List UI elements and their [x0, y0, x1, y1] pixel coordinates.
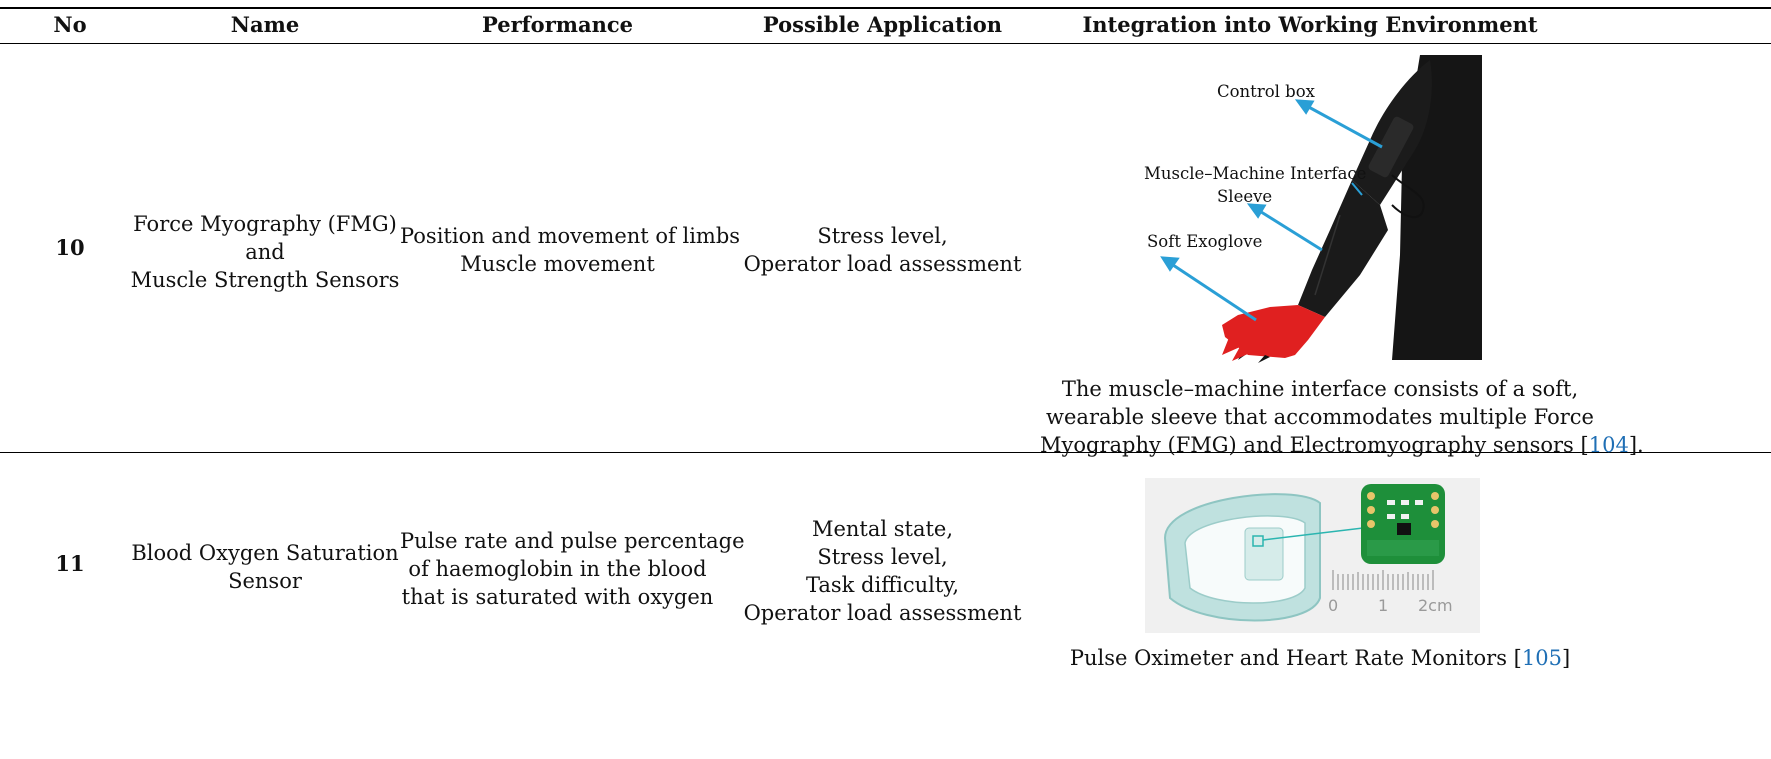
row10-caption-text: Myography (FMG) and Electromyography sen… [1040, 433, 1589, 457]
row11-application-line1: Mental state, [811, 517, 954, 541]
oximeter-figure [1163, 484, 1445, 622]
sensor-window [1244, 527, 1284, 581]
cable-shape [1391, 174, 1425, 219]
row10-name: Force Myography (FMG) and Muscle Strengt… [130, 210, 400, 294]
glove-shape [1222, 305, 1325, 358]
glove-finger3 [1222, 335, 1240, 355]
row10-no: 10 [55, 235, 85, 260]
glove-finger2 [1258, 355, 1270, 363]
row10-caption: The muscle–machine interface consists of… [1040, 375, 1644, 459]
board-components [1387, 500, 1423, 519]
cm-scale [1332, 570, 1434, 590]
callout-arrows [1160, 99, 1383, 322]
citation-105[interactable]: 105 [1521, 646, 1562, 670]
header-bottom-rule [0, 43, 1771, 44]
row10-performance-line2: Muscle movement [460, 252, 655, 276]
board-chip [1397, 523, 1411, 535]
label-exoglove: Soft Exoglove [1147, 232, 1263, 251]
row11-application: Mental state, Stress level, Task difficu… [740, 515, 1025, 627]
row10-performance: Position and movement of limbs Muscle mo… [400, 222, 741, 278]
sleeve-seam [1314, 214, 1341, 296]
row11-name: Blood Oxygen Saturation Sensor [130, 539, 400, 595]
row10-name-line3: Muscle Strength Sensors [130, 268, 400, 292]
scale-label-2cm: 2cm [1418, 596, 1453, 615]
row10-performance-line1: Position and movement of limbs [400, 224, 741, 248]
row11-name-line2: Sensor [228, 569, 302, 593]
sensor-chip-outline [1252, 535, 1264, 547]
row11-caption-text: Pulse Oximeter and Heart Rate Monitors [ [1069, 646, 1522, 670]
header-application: Possible Application [762, 12, 1003, 37]
label-sleeve-line2: Sleeve [1217, 187, 1273, 206]
label-sleeve-line1: Muscle–Machine Interface [1144, 164, 1367, 183]
row11-performance-line3: that is saturated with oxygen [401, 585, 714, 609]
row-divider [0, 452, 1771, 453]
row10-application: Stress level, Operator load assessment [740, 222, 1025, 278]
scale-label-1: 1 [1378, 596, 1389, 615]
header-performance: Performance [482, 12, 633, 37]
row11-performance: Pulse rate and pulse percentage of haemo… [400, 527, 745, 611]
row11-name-line1: Blood Oxygen Saturation [131, 541, 399, 565]
row11-caption: Pulse Oximeter and Heart Rate Monitors [… [1060, 644, 1580, 672]
header-name: Name [230, 12, 300, 37]
row11-application-line4: Operator load assessment [743, 601, 1022, 625]
row11-application-line3: Task difficulty, [805, 573, 960, 597]
row10-caption-line1: The muscle–machine interface consists of… [1061, 377, 1579, 401]
row10-caption-end: ]. [1628, 433, 1644, 457]
row11-performance-line1: Pulse rate and pulse percentage [400, 529, 745, 553]
board-text-strip [1367, 540, 1439, 556]
control-box-shape [1368, 116, 1414, 178]
label-control-box: Control box [1217, 82, 1315, 101]
row10-application-line1: Stress level, [817, 224, 948, 248]
row11-caption-line: Pulse Oximeter and Heart Rate Monitors [… [1060, 644, 1580, 672]
glove-finger4 [1232, 343, 1250, 361]
board-pads [1367, 492, 1439, 528]
row10-name-line2: and [245, 240, 285, 264]
row11-performance-line2: of haemoglobin in the blood [408, 557, 707, 581]
row11-application-line2: Stress level, [817, 545, 948, 569]
header-integration: Integration into Working Environment [1082, 12, 1538, 37]
row10-caption-line3: Myography (FMG) and Electromyography sen… [1040, 431, 1644, 459]
fmg-sleeve-figure [1160, 55, 1482, 363]
citation-104[interactable]: 104 [1588, 433, 1629, 457]
scale-label-0: 0 [1328, 596, 1339, 615]
forearm-sleeve-shape [1298, 180, 1388, 317]
row10-name-line1: Force Myography (FMG) [133, 212, 397, 236]
table-top-rule [0, 7, 1771, 9]
header-no: No [53, 12, 87, 37]
row10-application-line2: Operator load assessment [743, 252, 1022, 276]
row11-no: 11 [55, 551, 85, 576]
connector-line [1262, 527, 1364, 541]
row11-caption-end: ] [1561, 646, 1571, 670]
sleeve-strap [1351, 182, 1363, 196]
row10-caption-line2: wearable sleeve that accommodates multip… [1046, 405, 1594, 429]
